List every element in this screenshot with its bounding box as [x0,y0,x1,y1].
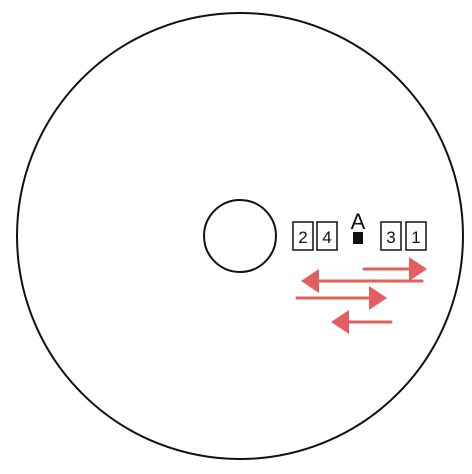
read-head: A [351,209,366,244]
head-label: A [351,209,366,234]
sector-box-1: 1 [405,221,427,251]
sector-label-1: 1 [411,228,420,247]
sector-box-2: 2 [292,221,314,251]
disk-outer-circle [16,12,464,460]
head-block [353,232,363,244]
sector-box-3: 3 [380,221,402,251]
sector-label-2: 2 [298,228,307,247]
disk-center-hole [203,199,277,273]
sector-box-4: 4 [316,221,338,251]
sector-label-3: 3 [386,228,395,247]
sector-label-4: 4 [322,228,331,247]
